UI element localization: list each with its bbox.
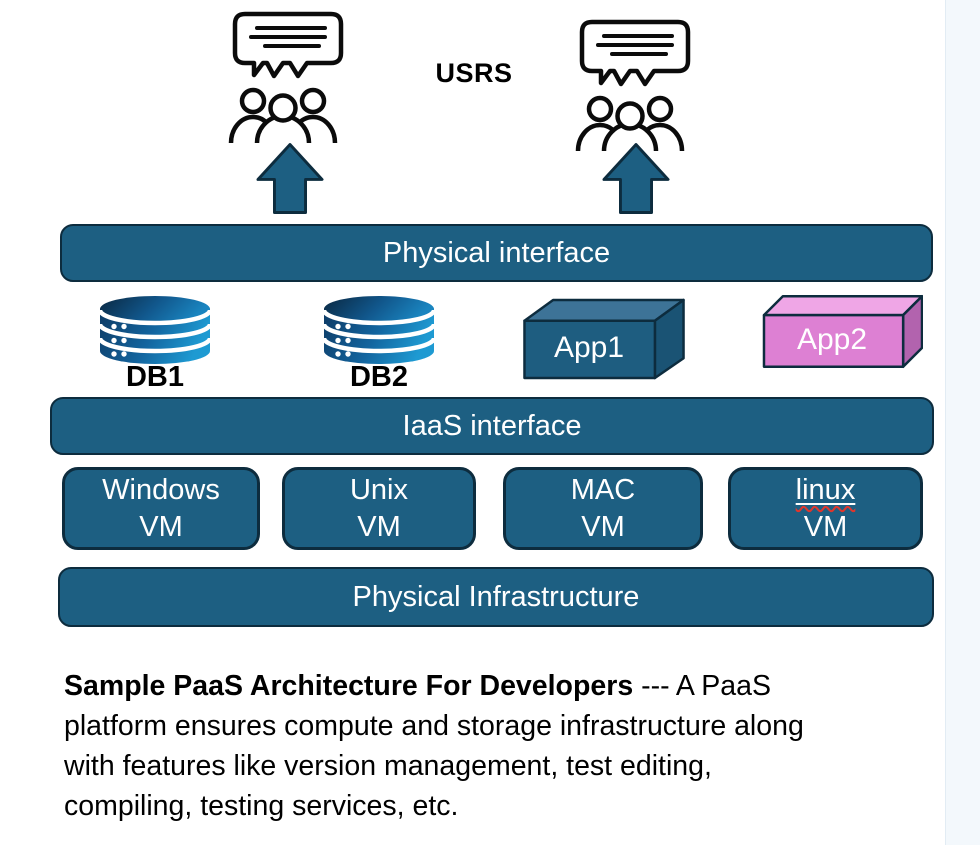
app2-label: App2 xyxy=(796,323,868,356)
physical-infrastructure-label: Physical Infrastructure xyxy=(352,580,640,613)
users-chat-icon xyxy=(228,11,344,143)
vm-type-label: VM xyxy=(803,510,848,543)
vm-type-label: VM xyxy=(357,510,401,543)
caption-line-4: compiling, testing services, etc. xyxy=(64,790,459,822)
vm-os-label: MAC xyxy=(570,473,636,506)
vm-box-mac: MAC VM xyxy=(503,467,703,550)
up-arrow-icon xyxy=(602,143,670,214)
iaas-interface-label: IaaS interface xyxy=(402,409,582,442)
physical-interface-bar: Physical interface xyxy=(60,224,933,282)
vm-box-linux: linux VM xyxy=(728,467,923,550)
caption-title: Sample PaaS Architecture For Developers xyxy=(64,670,634,702)
caption-line-1-rest: --- A PaaS xyxy=(633,670,771,702)
vm-type-label: VM xyxy=(581,510,625,543)
database-icon xyxy=(98,296,212,364)
app1-box-icon xyxy=(523,298,685,380)
caption-line-2: platform ensures compute and storage inf… xyxy=(64,710,804,742)
vm-type-label: VM xyxy=(139,510,183,543)
vm-os-label: linux xyxy=(795,473,856,506)
iaas-interface-bar: IaaS interface xyxy=(50,397,934,455)
physical-infrastructure-bar: Physical Infrastructure xyxy=(58,567,934,627)
database-icon xyxy=(322,296,436,364)
vm-os-label: Windows xyxy=(102,473,220,506)
up-arrow-icon xyxy=(256,143,324,214)
users-chat-icon xyxy=(575,19,691,151)
users-label: USRS xyxy=(435,58,513,88)
db1-label: DB1 xyxy=(125,361,184,393)
app1-label: App1 xyxy=(553,331,625,364)
app2-box-icon xyxy=(762,294,923,369)
vm-box-unix: Unix VM xyxy=(282,467,476,550)
vm-box-windows: Windows VM xyxy=(62,467,260,550)
figure-caption: Sample PaaS Architecture For Developers … xyxy=(64,666,952,826)
vm-os-label: Unix xyxy=(349,473,408,506)
spellcheck-squiggle: linux xyxy=(796,472,856,509)
physical-interface-label: Physical interface xyxy=(382,236,611,269)
window-edge-strip xyxy=(945,0,980,845)
caption-line-1: Sample PaaS Architecture For Developers … xyxy=(64,666,952,706)
db2-label: DB2 xyxy=(349,361,408,393)
caption-line-3: with features like version management, t… xyxy=(64,750,712,782)
